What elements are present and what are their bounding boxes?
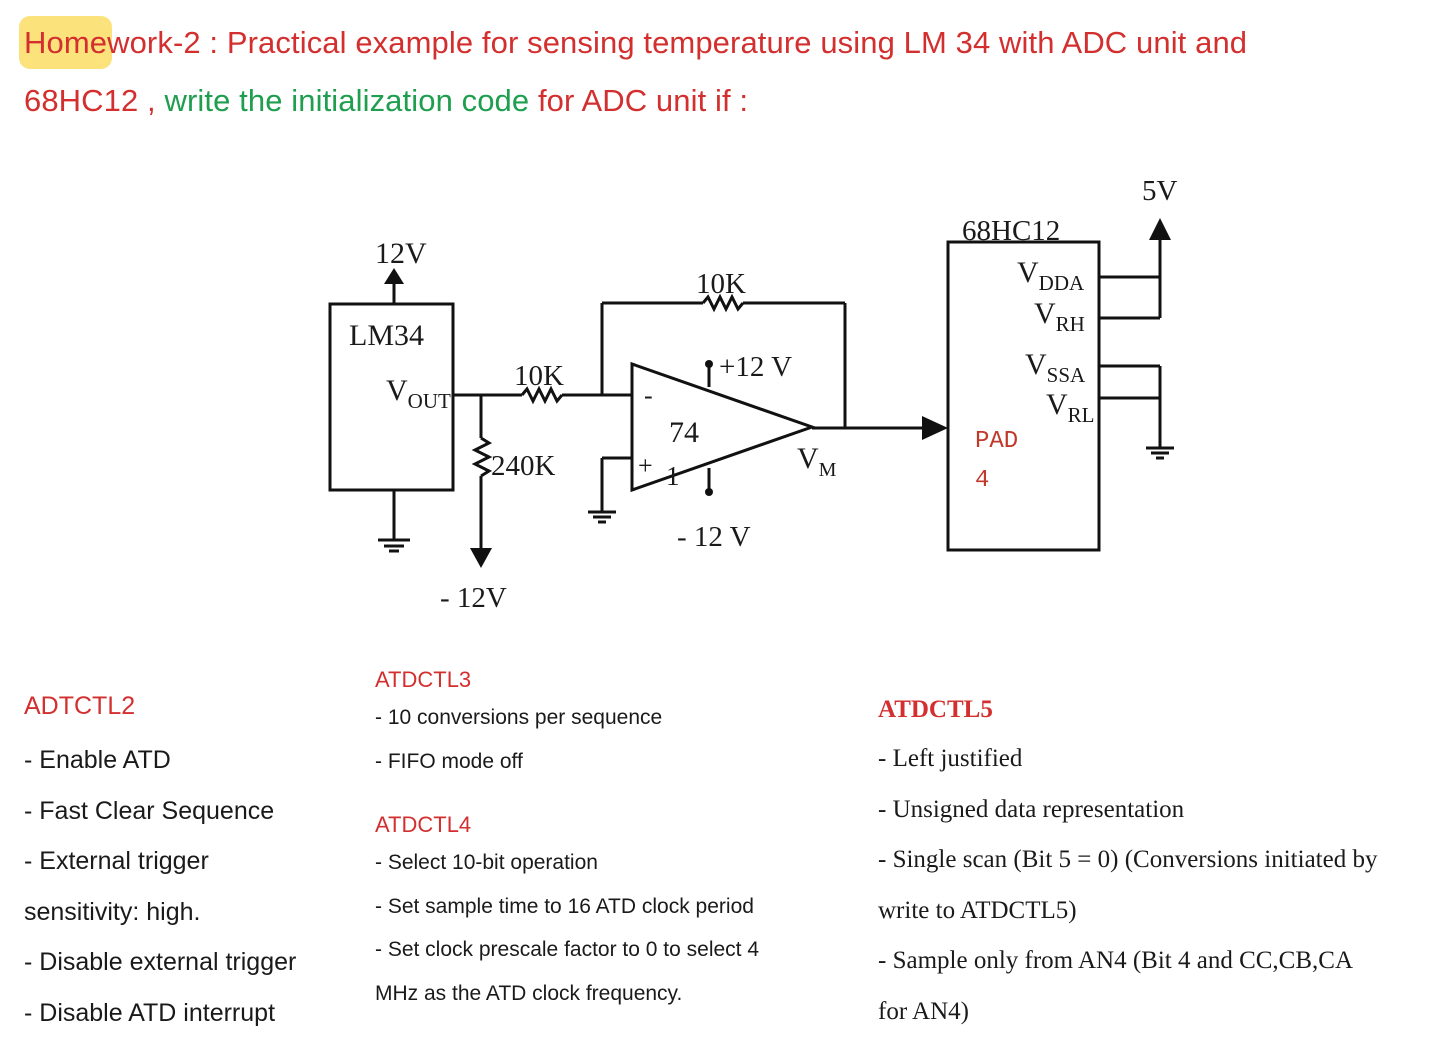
- atdctl5-heading: ATDCTL5: [878, 696, 993, 723]
- list-item: write to ATDCTL5): [878, 896, 1077, 924]
- title-part-2-red: 68HC12 ,: [24, 83, 165, 118]
- opamp-triangle: [630, 361, 817, 493]
- list-item: - Fast Clear Sequence: [24, 796, 275, 825]
- title-highlight: Home: [24, 21, 108, 64]
- list-item: - Set clock prescale factor to 0 to sele…: [375, 938, 760, 961]
- list-item: - Enable ATD: [24, 746, 171, 774]
- title-line-1: Homework-2 : Practical example for sensi…: [24, 14, 1424, 72]
- circuit-diagram: 12V LM34 VOUT 10K 10K 240K - 12V +12 V -…: [328, 175, 1178, 614]
- list-item: - External trigger: [24, 847, 209, 875]
- opamp-label: 74: [669, 416, 699, 449]
- atdctl2-heading: ADTCTL2: [24, 692, 136, 720]
- vrl-label: VRL: [1046, 388, 1095, 427]
- section-spacer: [375, 783, 835, 809]
- title-line-2: 68HC12 , write the initialization code f…: [24, 72, 1424, 130]
- lm34-label: LM34: [349, 319, 424, 352]
- list-item: - FIFO mode off: [375, 749, 523, 773]
- feedback-resistor-label: 10K: [696, 268, 746, 300]
- list-item: - Disable ATD interrupt: [24, 998, 276, 1027]
- list-item: - Select 10-bit operation: [375, 851, 598, 874]
- list-item: - Unsigned data representation: [878, 795, 1185, 823]
- atdctl4-heading: ATDCTL4: [375, 812, 472, 837]
- lm34-box: [328, 302, 455, 492]
- lm34-supply-label: 12V: [375, 237, 427, 270]
- pad-label: PAD: [975, 428, 1018, 455]
- mcu-label: 68HC12: [962, 215, 1060, 247]
- list-item: MHz as the ATD clock frequency.: [375, 981, 683, 1005]
- pulldown-resistor-label: 240K: [491, 450, 556, 482]
- vout-label: VOUT: [386, 374, 451, 413]
- circuit-arrows: [384, 218, 1171, 568]
- list-item: - 10 conversions per sequence: [375, 706, 663, 729]
- mcu-supply-label: 5V: [1142, 175, 1178, 207]
- atdctl5-section: ATDCTL5 - Left justified - Unsigned data…: [878, 690, 1438, 1037]
- opamp-plus-label: +: [638, 451, 653, 480]
- title-part-2-green: write the initialization code: [164, 83, 530, 118]
- opamp-neg-supply-label: - 12 V: [677, 521, 751, 553]
- input-resistor-label: 10K: [514, 360, 564, 392]
- list-item: - Set sample time to 16 ATD clock period: [375, 894, 754, 918]
- list-item: sensitivity: high.: [24, 897, 201, 926]
- list-item: - Single scan (Bit 5 = 0) (Conversions i…: [878, 846, 1378, 873]
- opamp-pos-supply-label: +12 V: [719, 351, 792, 383]
- list-item: - Disable external trigger: [24, 948, 297, 976]
- title-part-2-end: for ADC unit if :: [529, 83, 749, 118]
- pad-number-label: 4: [975, 467, 989, 494]
- vm-label: VM: [797, 442, 837, 481]
- title-part-1: work-2 : Practical example for sensing t…: [107, 25, 1248, 60]
- neg-supply-left-label: - 12V: [440, 582, 507, 614]
- vrh-label: VRH: [1034, 297, 1085, 336]
- opamp-one-label: 1: [666, 461, 680, 491]
- atdctl3-heading: ATDCTL3: [375, 667, 472, 692]
- circuit-wires: [328, 238, 1174, 553]
- page-title: Homework-2 : Practical example for sensi…: [24, 14, 1424, 130]
- list-item: - Left justified: [878, 745, 1023, 772]
- atdctl3-4-section: ATDCTL3 - 10 conversions per sequence - …: [375, 664, 835, 1015]
- atdctl2-section: ADTCTL2 - Enable ATD - Fast Clear Sequen…: [24, 692, 354, 1038]
- mcu-box: [946, 240, 1101, 552]
- opamp-minus-label: -: [644, 381, 653, 410]
- vssa-label: VSSA: [1025, 348, 1086, 387]
- vdda-label: VDDA: [1017, 256, 1085, 295]
- list-item: for AN4): [878, 997, 969, 1025]
- list-item: - Sample only from AN4 (Bit 4 and CC,CB,…: [878, 947, 1353, 974]
